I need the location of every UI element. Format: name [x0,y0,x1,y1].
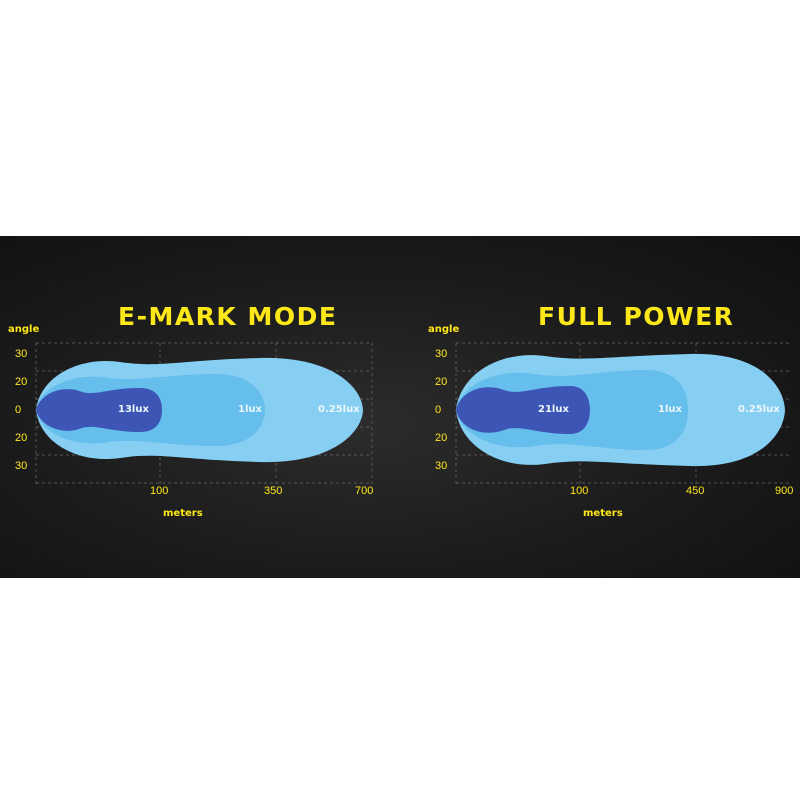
lux-label-outer: 0.25lux [738,404,780,415]
angle-tick-0: 0 [435,404,442,416]
panel-title: E-MARK MODE [118,302,338,331]
beam-diagram [35,342,373,486]
angle-axis-label: angle [8,324,40,335]
lux-label-middle: 1lux [238,404,262,415]
panel-full-power: FULL POWER angle 30 20 0 20 30 21lux 1l [420,236,800,578]
angle-tick-20-top: 20 [435,376,448,388]
distance-tick-3: 700 [355,485,374,497]
distance-tick-1: 100 [570,485,589,497]
distance-axis-label: meters [583,508,623,519]
distance-tick-2: 350 [264,485,283,497]
lux-label-inner: 21lux [538,404,569,415]
angle-tick-30-top: 30 [15,348,28,360]
panel-emark-mode: E-MARK MODE angle 30 20 0 20 30 13 [0,236,400,578]
angle-tick-20-top: 20 [15,376,28,388]
distance-tick-2: 450 [686,485,705,497]
angle-tick-20-bottom: 20 [435,432,448,444]
distance-tick-3: 900 [775,485,794,497]
angle-axis-label: angle [428,324,460,335]
lux-label-middle: 1lux [658,404,682,415]
angle-tick-30-top: 30 [435,348,448,360]
distance-tick-1: 100 [150,485,169,497]
beam-diagram [455,342,790,486]
inner-beam-zone [36,388,162,432]
angle-tick-20-bottom: 20 [15,432,28,444]
beam-pattern-banner: E-MARK MODE angle 30 20 0 20 30 13 [0,236,800,578]
angle-tick-0: 0 [15,404,22,416]
lux-label-outer: 0.25lux [318,404,360,415]
inner-beam-zone [456,386,590,434]
angle-tick-30-bottom: 30 [435,460,448,472]
angle-tick-30-bottom: 30 [15,460,28,472]
distance-axis-label: meters [163,508,203,519]
lux-label-inner: 13lux [118,404,149,415]
panel-title: FULL POWER [538,302,735,331]
